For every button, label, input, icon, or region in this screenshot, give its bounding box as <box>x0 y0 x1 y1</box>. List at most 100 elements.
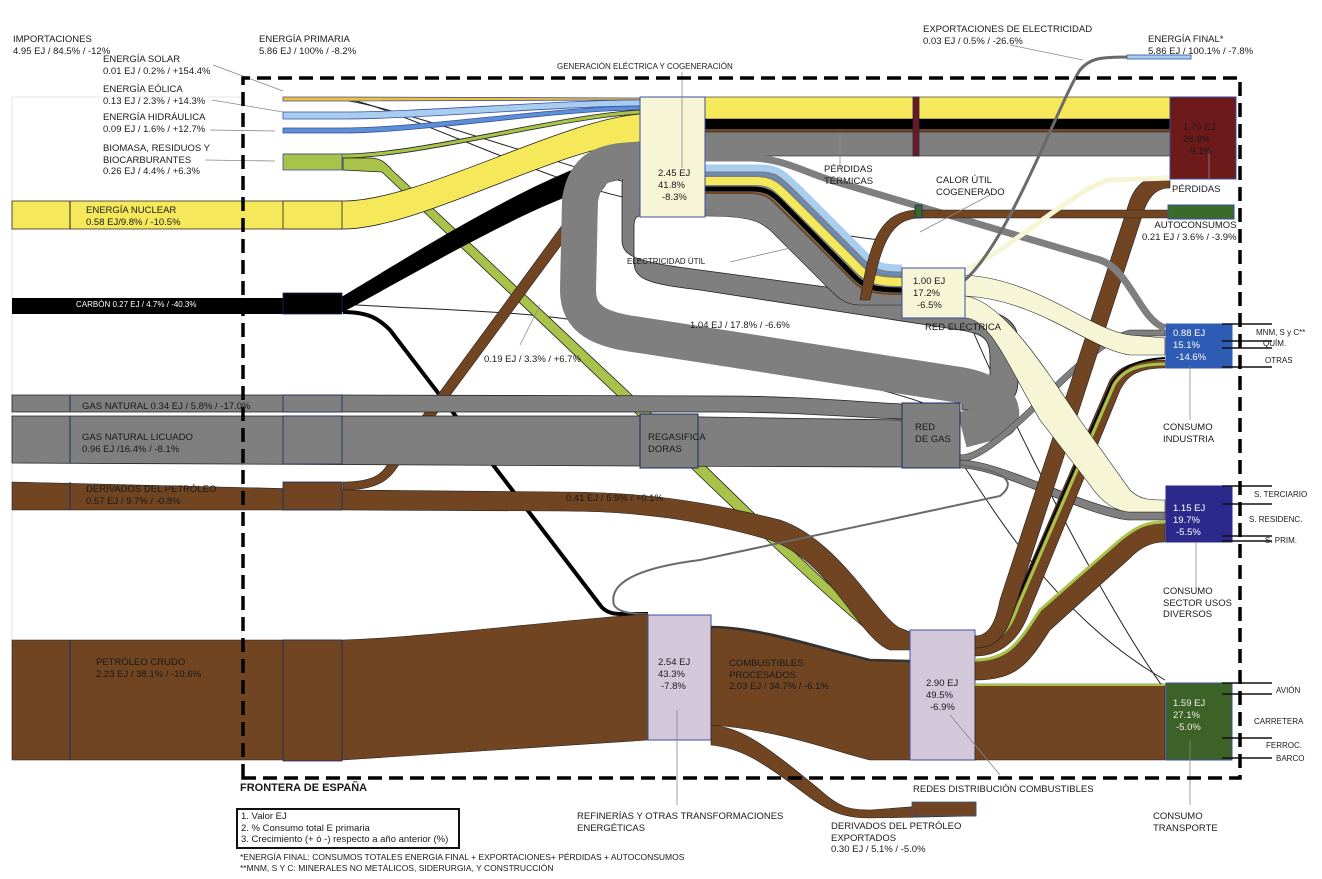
flow-elec-derivados <box>705 192 903 295</box>
flow-elec-industria <box>964 274 1166 356</box>
node-red-electrica <box>901 267 966 319</box>
source-crudo-label: PETRÓLEO CRUDO 2.23 EJ / 38.1% / -10.6% <box>96 657 201 680</box>
calor-util-label-1: CALOR ÚTIL <box>936 175 992 186</box>
usos-diversos-growth: -5.5% <box>1176 527 1201 538</box>
footnote-mnm: **MNM, S Y C: MINERALES NO METÁLICOS, SI… <box>240 863 554 873</box>
flow-elec-hidraulica <box>705 173 903 275</box>
node-energia-final <box>1126 54 1192 60</box>
source-gnl-title: GAS NATURAL LICUADO <box>82 432 193 443</box>
energia-final-title: ENERGÍA FINAL* <box>1148 34 1224 45</box>
autoconsumos-value: 0.21 EJ / 3.6% / -3.9% <box>1142 231 1237 243</box>
generacion-values: 2.45 EJ 41.8% -8.3% <box>658 168 690 204</box>
source-biomasa-label: BIOMASA, RESIDUOS Y BIOCARBURANTES 0.26 … <box>103 143 210 178</box>
source-eolica-value: 0.13 EJ / 2.3% / +14.3% <box>103 95 206 107</box>
red-gas-label-2: DE GAS <box>915 433 951 445</box>
derivados-exportados-title-2: EXPORTADOS <box>831 832 897 844</box>
node-regasificadoras <box>639 413 699 469</box>
flow-gas-transporte-loop <box>612 464 1009 615</box>
refinerias-growth: -7.8% <box>661 681 686 692</box>
source-gnl-label: GAS NATURAL LICUADO 0.96 EJ /16.4% / -8.… <box>82 432 193 455</box>
refinerias-ej: 2.54 EJ <box>658 657 691 668</box>
source-crudo-value: 2.23 EJ / 38.1% / -10.6% <box>96 668 202 680</box>
exportaciones-electricidad-title: EXPORTACIONES DE ELECTRICIDAD <box>923 24 1093 35</box>
legend-item-porcentaje: 2. % Consumo total E primaria <box>241 822 370 834</box>
node-refinerias <box>647 614 712 741</box>
node-gas <box>282 394 343 413</box>
red-electrica-ej: 1.00 EJ <box>913 276 946 287</box>
source-solar-label: ENERGÍA SOLAR 0.01 EJ / 0.2% / +154.4% <box>103 54 210 77</box>
regasificadoras-label-2: DORAS <box>648 443 682 455</box>
source-nuclear-title: ENERGÍA NUCLEAR <box>86 205 177 216</box>
source-gas-label: GAS NATURAL 0.34 EJ / 5.8% / -17.0% <box>82 401 251 412</box>
industria-growth: -14.6% <box>1176 352 1207 363</box>
frontera-espana-label: FRONTERA DE ESPAÑA <box>240 782 368 794</box>
sector-residencial: S. RESIDENC. <box>1249 515 1303 524</box>
node-nuclear <box>282 200 343 230</box>
industria-label: CONSUMO INDUSTRIA <box>1163 422 1214 445</box>
derivados-exportados-value: 0.30 EJ / 5.1% / -5.0% <box>831 844 926 855</box>
sector-terciario: S. TERCIARIO <box>1254 490 1308 499</box>
flow-gas-perdidas-thin <box>705 154 1167 332</box>
exportaciones-electricidad-label: EXPORTACIONES DE ELECTRICIDAD 0.03 EJ / … <box>923 24 1092 47</box>
importaciones-title: IMPORTACIONES <box>13 34 92 45</box>
source-hidraulica-label: ENERGÍA HIDRÁULICA 0.09 EJ / 1.6% / +12.… <box>103 112 205 135</box>
calor-util-label-2: COGENERADO <box>936 186 1005 198</box>
combustibles-procesados-value: 2.03 EJ / 34.7% / -6.1% <box>729 681 829 692</box>
legend-item-crecimiento: 3. Crecimiento (+ ó -) respecto a año an… <box>241 834 449 845</box>
flow-gen-derivados-out <box>705 129 1170 132</box>
derivados-exportados-label: DERIVADOS DEL PETRÓLEO EXPORTADOS 0.30 E… <box>831 821 961 856</box>
node-red-gas <box>901 402 961 469</box>
red-electrica-growth: -6.5% <box>917 300 942 311</box>
transporte-values: 1.59 EJ 27.1% -5.0% <box>1173 698 1205 734</box>
flow-elec-carbon <box>705 186 903 293</box>
redes-combustibles-growth: -6.9% <box>930 702 955 713</box>
source-carbon-label: CARBÓN 0.27 EJ / 4.7% / -40.3% <box>76 300 197 309</box>
energia-final-label: ENERGÍA FINAL* 5.86 EJ / 100.1% / -7.8% <box>1148 34 1253 57</box>
transporte-ej: 1.59 EJ <box>1173 698 1206 709</box>
node-perdidas <box>1169 96 1237 180</box>
transporte-label: CONSUMO TRANSPORTE <box>1153 811 1218 834</box>
sector-carretera: CARRETERA <box>1254 717 1304 726</box>
source-derivados-label: DERIVADOS DEL PETRÓLEO 0.57 EJ / 9.7% / … <box>86 484 216 507</box>
source-gnl-value: 0.96 EJ /16.4% / -8.1% <box>82 443 180 455</box>
sector-quim: QUÍM. <box>1263 339 1287 348</box>
source-eolica-label: ENERGÍA EÓLICA 0.13 EJ / 2.3% / +14.3% <box>103 84 205 107</box>
exportaciones-electricidad-value: 0.03 EJ / 0.5% / -26.6% <box>923 35 1023 47</box>
flow-elec-eolica <box>705 164 903 272</box>
sector-otras: OTRAS <box>1265 356 1293 365</box>
redes-combustibles-ej: 2.90 EJ <box>926 678 959 689</box>
refinerias-label-2: ENERGÉTICAS <box>577 822 646 834</box>
flow-elec-usos <box>964 295 1166 513</box>
source-solar-title: ENERGÍA SOLAR <box>103 54 181 65</box>
importaciones-value: 4.95 EJ / 84.5% / -12% <box>13 45 111 57</box>
source-solar-value: 0.01 EJ / 0.2% / +154.4% <box>103 65 211 77</box>
sector-primario: S. PRIM. <box>1265 536 1298 545</box>
source-hidraulica-title: ENERGÍA HIDRÁULICA <box>103 112 206 123</box>
source-nuclear-label: ENERGÍA NUCLEAR 0.58 EJ/9.8% / -10.5% <box>86 205 181 228</box>
electricidad-util-label: ELECTRICIDAD ÚTIL <box>627 257 706 266</box>
perdidas-label: PÉRDIDAS <box>1172 184 1221 195</box>
perdidas-values: 1.70 EJ 28.9% -9.1% <box>1183 122 1215 158</box>
derivados-redes-value: 0.41 EJ / 6.9% / +0.1% <box>566 493 663 504</box>
generacion-ej: 2.45 EJ <box>658 168 691 179</box>
regasificadoras-label: REGASIFICA DORAS <box>648 432 706 455</box>
node-redes-combustibles <box>909 629 976 761</box>
node-generacion <box>639 96 706 218</box>
perdidas-termicas-marker <box>912 96 920 157</box>
red-electrica-label: RED ELÉCTRICA <box>925 322 1002 333</box>
source-biomasa-title-2: BIOCARBURANTES <box>103 154 192 166</box>
source-biomasa-value: 0.26 EJ / 4.4% / +6.3% <box>103 166 200 177</box>
source-crudo-title: PETRÓLEO CRUDO <box>96 657 186 668</box>
energia-final-value: 5.86 EJ / 100.1% / -7.8% <box>1148 45 1254 57</box>
source-derivados-title: DERIVADOS DEL PETRÓLEO <box>86 484 217 495</box>
usos-diversos-label-2: SECTOR USOS <box>1163 597 1232 609</box>
sector-avion: AVIÓN <box>1276 686 1301 695</box>
source-biomasa-title-1: BIOMASA, RESIDUOS Y <box>103 143 210 154</box>
derivados-exportados-title-1: DERIVADOS DEL PETRÓLEO <box>831 821 962 832</box>
transporte-label-2: TRANSPORTE <box>1153 822 1218 834</box>
refinerias-pct: 43.3% <box>658 669 685 680</box>
node-derivados <box>282 481 343 511</box>
flow-gen-carbon-out <box>705 119 1170 129</box>
flow-elec-nuclear <box>705 177 903 286</box>
source-eolica-title: ENERGÍA EÓLICA <box>103 84 183 95</box>
